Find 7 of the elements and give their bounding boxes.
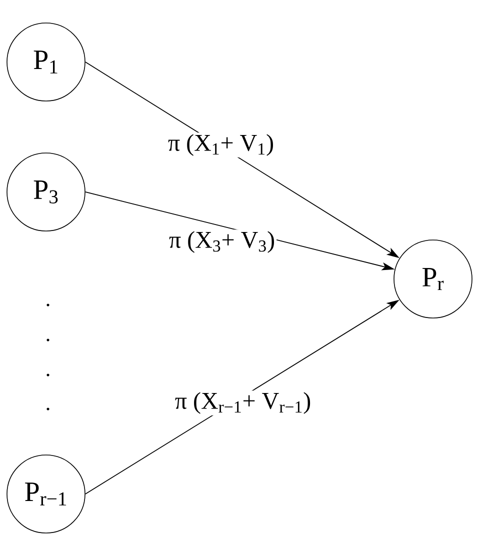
circle-node: P$_{1}$ xyxy=(6,22,86,102)
edge-label: π (X$_{3}$+ V$_{3}$) xyxy=(167,230,277,254)
edge-label: π (X$_{r−1}$+ V$_{r−1}$) xyxy=(173,390,313,416)
circle-node: P$_{r}$ xyxy=(394,240,472,318)
circle-node: P$_{r−1}$ xyxy=(6,454,86,534)
edge-label: π (X$_{1}$+ V$_{1}$) xyxy=(166,132,276,158)
circle-node: P$_{3}$ xyxy=(6,152,86,232)
